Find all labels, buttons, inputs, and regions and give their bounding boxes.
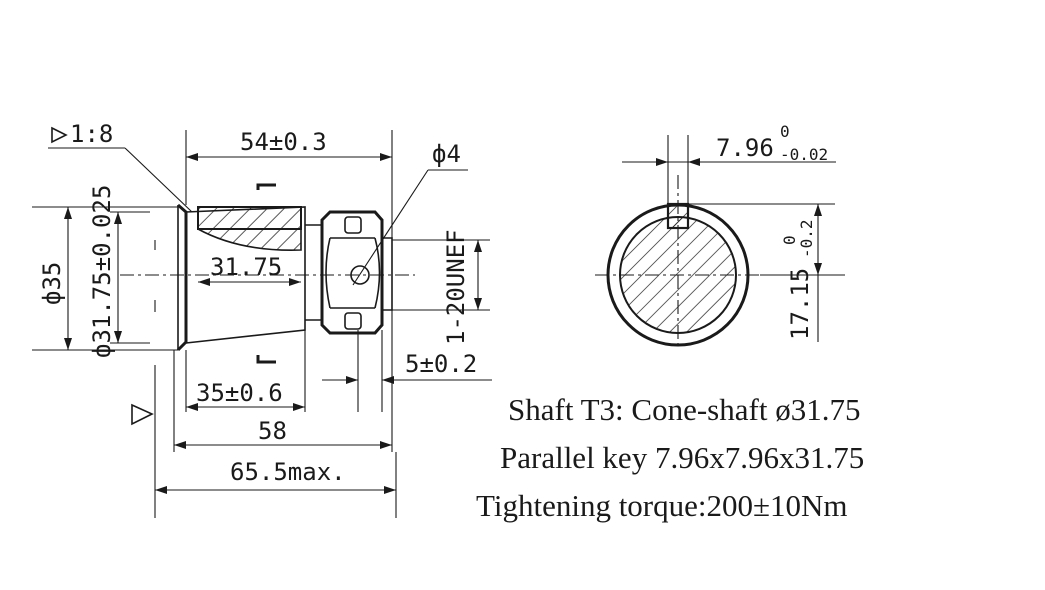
dim-key-width-upper: 0 [780, 122, 790, 141]
dim-dia-31-75: ф31.75±0.025 [88, 185, 116, 358]
castle-nut [320, 210, 384, 335]
dim-taper-length: 31.75 [210, 253, 282, 281]
dim-54: 54±0.3 [240, 128, 327, 156]
hole-label: ф4 [432, 140, 461, 168]
dim-key-width-lower: -0.02 [780, 145, 828, 164]
key-runout [197, 228, 302, 251]
dim-dia-35: ф35 [38, 262, 66, 305]
shaft-flange [176, 203, 188, 352]
key-slot [197, 206, 302, 230]
side-view: 54±0.3 1:8 ф4 ф35 ф31.75±0.025 31.75 [32, 120, 492, 518]
dim-key-height: 17.15 [786, 268, 814, 340]
caption: Shaft T3: Cone-shaft ø31.75 Parallel key… [476, 392, 864, 523]
dim-58: 58 [258, 417, 287, 445]
dim-5: 5±0.2 [405, 350, 477, 378]
dim-key-width: 7.96 [716, 134, 774, 162]
dim-key-height-upper: 0 [780, 235, 799, 245]
dim-thread: 1-20UNEF [442, 229, 470, 345]
section-view: 7.96 0 -0.02 17.15 0 -0.2 [595, 122, 845, 350]
caption-line-1: Shaft T3: Cone-shaft ø31.75 [508, 392, 860, 427]
taper-label: 1:8 [70, 120, 113, 148]
dim-65-5: 65.5max. [230, 458, 346, 486]
caption-line-3: Tightening torque:200±10Nm [476, 488, 848, 523]
caption-line-2: Parallel key 7.96x7.96x31.75 [500, 440, 864, 475]
dim-key-height-lower: -0.2 [797, 219, 816, 258]
dim-35-tol: 35±0.6 [196, 379, 283, 407]
